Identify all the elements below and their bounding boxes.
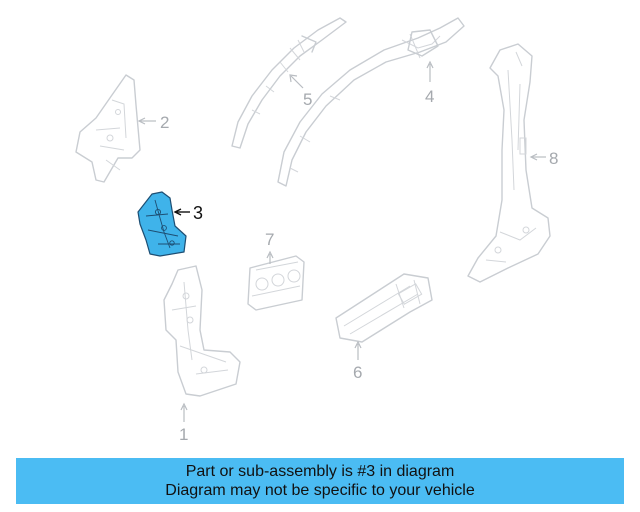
callout-4[interactable]: 4 [425,87,434,106]
callout-numbers: 1 2 3 4 5 6 7 8 [160,87,558,444]
part-1[interactable] [163,265,241,397]
callout-7[interactable]: 7 [265,230,274,249]
part-6[interactable] [335,273,433,343]
callout-2[interactable]: 2 [160,113,169,132]
callout-8[interactable]: 8 [549,149,558,168]
callout-5[interactable]: 5 [303,90,312,109]
parts-diagram: 1 2 3 4 5 6 7 8 [75,17,558,444]
callout-leaders [137,60,546,422]
part-7[interactable] [247,255,305,311]
part-8[interactable] [467,43,551,283]
part-3[interactable] [137,191,187,257]
banner-line-1: Part or sub-assembly is #3 in diagram [185,463,455,480]
part-5[interactable] [231,17,347,149]
banner-line-2: Diagram may not be specific to your vehi… [165,482,475,499]
callout-3[interactable]: 3 [193,203,203,223]
part-4[interactable] [277,17,465,187]
callout-1[interactable]: 1 [179,425,188,444]
part-2[interactable] [75,74,141,183]
callout-6[interactable]: 6 [353,363,362,382]
info-banner: Part or sub-assembly is #3 in diagram Di… [16,458,624,504]
